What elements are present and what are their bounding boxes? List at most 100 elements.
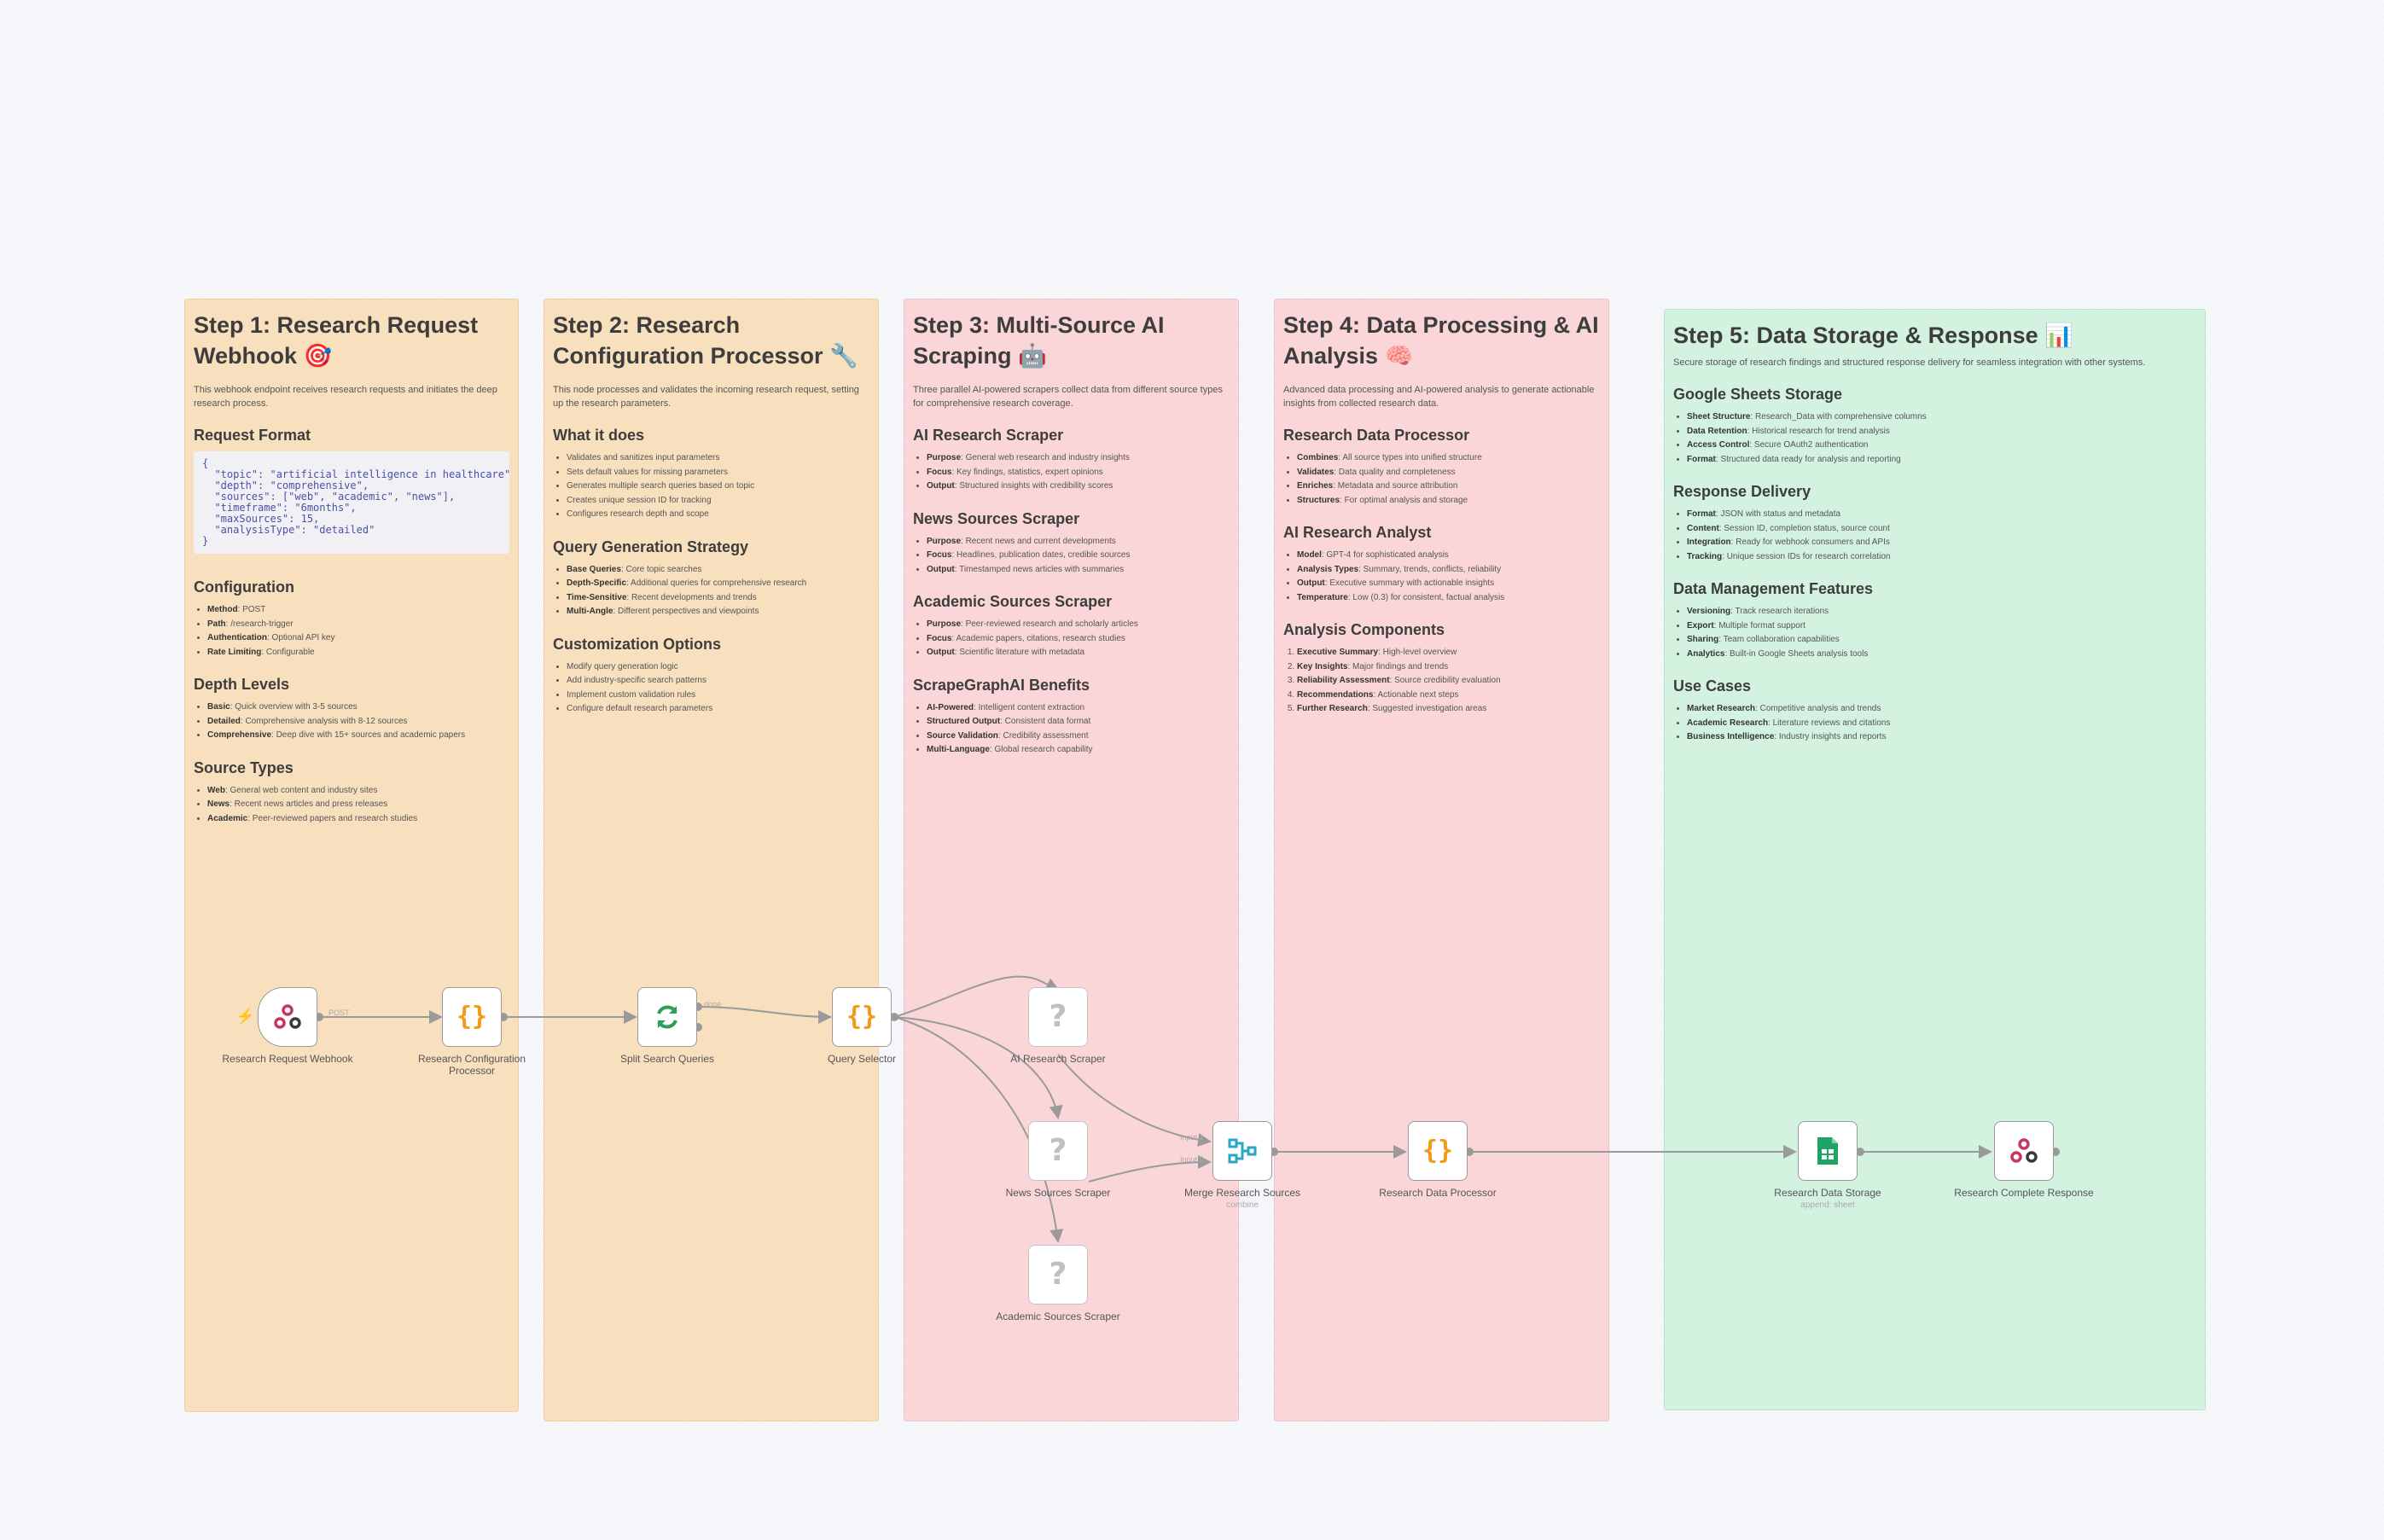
list-item: Analysis Types: Summary, trends, conflic… (1297, 563, 1600, 578)
list-item: Sheet Structure: Research_Data with comp… (1687, 410, 2196, 425)
node-label: News Sources Scraper (1005, 1187, 1111, 1199)
list-item: Validates and sanitizes input parameters (567, 451, 869, 466)
list-item: Generates multiple search queries based … (567, 479, 869, 494)
list-item: Purpose: General web research and indust… (927, 451, 1230, 466)
list-item: Base Queries: Core topic searches (567, 563, 869, 578)
list-item: Output: Scientific literature with metad… (927, 646, 1230, 660)
management-list: Versioning: Track research iterationsExp… (1673, 605, 2196, 661)
edge-news-merge[interactable] (1088, 1155, 1212, 1183)
list-item: Integration: Ready for webhook consumers… (1687, 536, 2196, 550)
step5-note[interactable]: Step 5: Data Storage & Response 📊 Secure… (1664, 309, 2206, 1410)
list-item: Academic Research: Literature reviews an… (1687, 717, 2196, 731)
list-item: Method: POST (207, 603, 509, 618)
list-item: Recommendations: Actionable next steps (1297, 689, 1600, 703)
node-academic-sources-scraper[interactable]: ? (1028, 1245, 1088, 1305)
list-item: Access Control: Secure OAuth2 authentica… (1687, 439, 2196, 453)
node-label: Merge Research Sources (1183, 1187, 1301, 1199)
question-icon: ? (1049, 999, 1067, 1034)
step3-description: Three parallel AI-powered scrapers colle… (913, 385, 1223, 409)
list-item: Configure default research parameters (567, 702, 869, 717)
list-item: Multi-Language: Global research capabili… (927, 743, 1230, 758)
list-item: Further Research: Suggested investigatio… (1297, 702, 1600, 717)
news-scraper-heading: News Sources Scraper (913, 509, 1080, 527)
edge-selector-ai[interactable] (893, 975, 1060, 1018)
query-strategy-heading: Query Generation Strategy (553, 538, 749, 555)
list-item: Combines: All source types into unified … (1297, 451, 1600, 466)
list-item: Market Research: Competitive analysis an… (1687, 702, 2196, 717)
components-list: Executive Summary: High-level overviewKe… (1283, 646, 1600, 717)
list-item: Business Intelligence: Industry insights… (1687, 730, 2196, 745)
edge-selector-news[interactable] (893, 1016, 1063, 1119)
output-handle[interactable] (890, 1013, 898, 1021)
management-heading: Data Management Features (1673, 580, 1874, 597)
list-item: Purpose: Recent news and current develop… (927, 535, 1230, 549)
list-item: Key Insights: Major findings and trends (1297, 660, 1600, 675)
node-news-sources-scraper[interactable]: ? (1028, 1121, 1088, 1181)
step4-note[interactable]: Step 4: Data Processing & AI Analysis 🧠 … (1274, 299, 1609, 1421)
list-item: Basic: Quick overview with 3-5 sources (207, 700, 509, 715)
step1-title: Step 1: Research Request Webhook 🎯 (194, 312, 479, 369)
response-list: Format: JSON with status and metadataCon… (1673, 508, 2196, 564)
node-label: Query Selector (827, 1053, 897, 1065)
customization-list: Modify query generation logicAdd industr… (553, 660, 869, 717)
question-icon: ? (1049, 1133, 1067, 1168)
step5-description: Secure storage of research findings and … (1673, 357, 2146, 368)
list-item: Output: Structured insights with credibi… (927, 479, 1230, 494)
request-format-heading: Request Format (194, 427, 311, 444)
list-item: Export: Multiple format support (1687, 619, 2196, 634)
node-query-selector[interactable]: {} (832, 987, 892, 1047)
depth-levels-list: Basic: Quick overview with 3-5 sourcesDe… (194, 700, 509, 743)
node-merge-research-sources[interactable] (1212, 1121, 1272, 1181)
edge-label-post: POST (329, 1008, 350, 1017)
list-item: Versioning: Track research iterations (1687, 605, 2196, 619)
edge-ai-merge[interactable] (1057, 1054, 1212, 1148)
list-item: Comprehensive: Deep dive with 15+ source… (207, 729, 509, 743)
processor-list: Combines: All source types into unified … (1283, 451, 1600, 508)
list-item: Temperature: Low (0.3) for consistent, f… (1297, 591, 1600, 606)
output-handle[interactable] (1856, 1148, 1864, 1156)
node-subtitle: append: sheet (1800, 1200, 1855, 1210)
node-research-configuration-processor[interactable]: {} (442, 987, 502, 1047)
step3-note[interactable]: Step 3: Multi-Source AI Scraping 🤖 Three… (904, 299, 1239, 1421)
list-item: Model: GPT-4 for sophisticated analysis (1297, 549, 1600, 563)
step2-note[interactable]: Step 2: Research Configuration Processor… (544, 299, 879, 1421)
node-split-search-queries[interactable] (637, 987, 697, 1047)
list-item: Executive Summary: High-level overview (1297, 646, 1600, 660)
node-research-request-webhook[interactable] (258, 987, 317, 1047)
node-ai-research-scraper[interactable]: ? (1028, 987, 1088, 1047)
node-subtitle: combine (1226, 1200, 1259, 1210)
academic-scraper-list: Purpose: Peer-reviewed research and scho… (913, 618, 1230, 660)
list-item: Detailed: Comprehensive analysis with 8-… (207, 715, 509, 729)
trigger-bolt-icon: ⚡ (235, 1008, 255, 1025)
benefits-list: AI-Powered: Intelligent content extracti… (913, 701, 1230, 758)
list-item: Content: Session ID, completion status, … (1687, 522, 2196, 537)
list-item: Tracking: Unique session IDs for researc… (1687, 550, 2196, 565)
list-item: Configures research depth and scope (567, 508, 869, 522)
list-item: Output: Executive summary with actionabl… (1297, 577, 1600, 591)
list-item: Multi-Angle: Different perspectives and … (567, 605, 869, 619)
ai-scraper-list: Purpose: General web research and indust… (913, 451, 1230, 494)
list-item: Depth-Specific: Additional queries for c… (567, 577, 869, 591)
components-heading: Analysis Components (1283, 621, 1445, 638)
edge-label-done: done (704, 1000, 722, 1008)
edge-split-selector[interactable] (697, 1006, 832, 1024)
node-research-complete-response[interactable] (1994, 1121, 2054, 1181)
edge-selector-academic[interactable] (893, 1016, 1064, 1243)
academic-scraper-heading: Academic Sources Scraper (913, 593, 1113, 610)
list-item: Reliability Assessment: Source credibili… (1297, 674, 1600, 689)
list-item: Academic: Peer-reviewed papers and resea… (207, 812, 509, 827)
list-item: Enriches: Metadata and source attributio… (1297, 479, 1600, 494)
list-item: Analytics: Built-in Google Sheets analys… (1687, 648, 2196, 662)
webhook-icon (274, 1004, 301, 1029)
list-item: Structures: For optimal analysis and sto… (1297, 494, 1600, 508)
code-braces-icon: {} (1422, 1136, 1454, 1165)
step1-note[interactable]: Step 1: Research Request Webhook 🎯 This … (184, 299, 519, 1412)
list-item: Structured Output: Consistent data forma… (927, 715, 1230, 729)
node-research-data-storage[interactable] (1798, 1121, 1858, 1181)
node-label: Research Data Storage (1774, 1187, 1881, 1199)
news-scraper-list: Purpose: Recent news and current develop… (913, 535, 1230, 578)
step2-title: Step 2: Research Configuration Processor… (553, 312, 858, 369)
node-research-data-processor[interactable]: {} (1408, 1121, 1468, 1181)
use-cases-heading: Use Cases (1673, 677, 1752, 694)
